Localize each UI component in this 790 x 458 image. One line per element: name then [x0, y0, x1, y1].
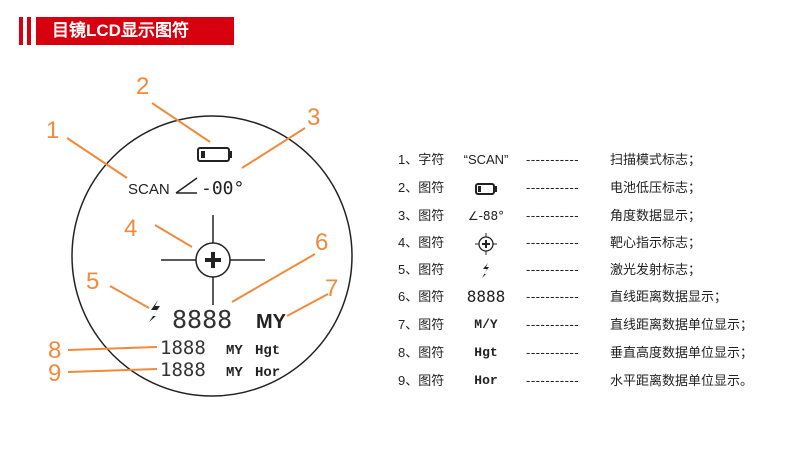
legend-symbol: Hor	[474, 373, 498, 388]
horiz-digits: 1888	[160, 359, 206, 381]
legend-description: 水平距离数据单位显示。	[610, 373, 754, 388]
legend-symbol: M/Y	[474, 317, 498, 332]
height-digits: 1888	[160, 337, 206, 359]
callout-7: 7	[325, 275, 338, 302]
legend-dashes: -----------	[526, 208, 580, 223]
legend-number: 3、图符	[398, 208, 445, 223]
eyepiece-circle	[71, 115, 353, 397]
horiz-label: Hor	[255, 365, 280, 381]
crosshair-icon	[456, 232, 516, 255]
legend-dashes: -----------	[526, 180, 580, 195]
legend-description: 扫描模式标志；	[610, 152, 702, 167]
crosshair-icon	[161, 215, 265, 305]
height-label: Hgt	[255, 343, 280, 359]
legend-dashes: -----------	[526, 317, 580, 332]
height-unit: MY	[226, 343, 243, 359]
scan-label: SCAN	[128, 181, 170, 198]
legend-symbol: 8888	[466, 287, 506, 306]
legend-number: 5、图符	[398, 262, 445, 277]
callout-8: 8	[48, 337, 61, 364]
legend-dashes: -----------	[526, 345, 580, 360]
legend-number: 6、图符	[398, 289, 445, 304]
battery-icon	[456, 177, 516, 199]
legend-description: 直线距离数据单位显示；	[610, 317, 754, 332]
angle-icon: ∠-88°	[467, 209, 505, 223]
legend-symbol: “SCAN”	[463, 152, 509, 167]
legend-description: 靶心指示标志；	[610, 235, 702, 250]
distance-digits: 8888	[172, 305, 232, 334]
legend-number: 7、图符	[398, 317, 445, 332]
callout-5: 5	[86, 268, 99, 295]
laser-icon	[149, 300, 160, 322]
angle-icon	[175, 177, 198, 194]
distance-unit: MY	[256, 311, 287, 333]
angle-value: -00°	[201, 178, 244, 199]
legend-description: 垂直高度数据单位显示；	[610, 345, 754, 360]
legend-number: 9、图符	[398, 373, 445, 388]
legend-number: 4、图符	[398, 235, 445, 250]
callout-9: 9	[48, 360, 61, 387]
legend-description: 电池低压标志；	[610, 180, 702, 195]
callout-4: 4	[124, 215, 137, 242]
header-stripe	[19, 17, 23, 45]
legend-description: 角度数据显示；	[610, 208, 702, 223]
callout-3: 3	[307, 104, 320, 131]
battery-icon	[197, 147, 232, 162]
legend-number: 2、图符	[398, 180, 445, 195]
legend-number: 8、图符	[398, 345, 445, 360]
legend-dashes: -----------	[526, 373, 580, 388]
horiz-unit: MY	[226, 365, 243, 381]
callout-2: 2	[136, 73, 149, 100]
legend-dashes: -----------	[526, 289, 580, 304]
legend-number: 1、字符	[398, 152, 445, 167]
laser-icon	[456, 259, 516, 281]
callout-1: 1	[46, 117, 59, 144]
legend-dashes: -----------	[526, 235, 580, 250]
legend-description: 直线距离数据显示；	[610, 289, 728, 304]
legend-description: 激光发射标志；	[610, 262, 702, 277]
legend-symbol: Hgt	[474, 345, 498, 360]
callout-6: 6	[315, 229, 328, 256]
header-stripe	[27, 17, 31, 45]
page-title: 目镜LCD显示图符	[36, 17, 234, 45]
legend-dashes: -----------	[526, 152, 580, 167]
callout-lines	[66, 102, 329, 373]
legend-dashes: -----------	[526, 262, 580, 277]
